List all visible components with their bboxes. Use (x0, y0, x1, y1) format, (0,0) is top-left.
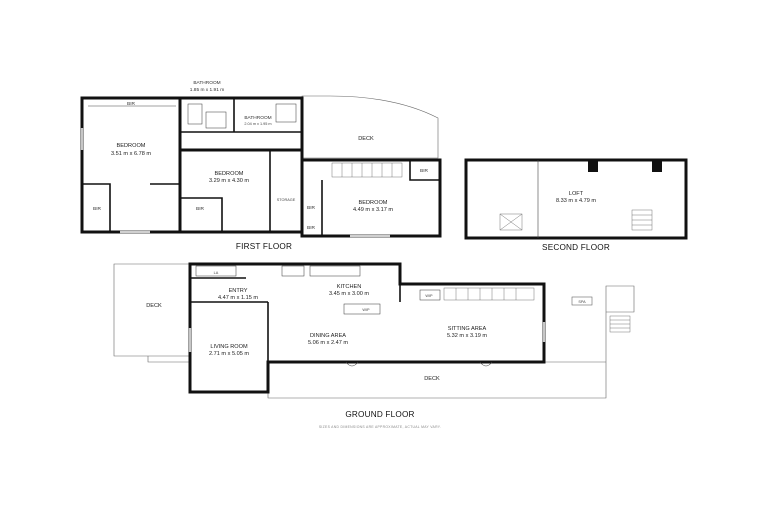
spa-label: SPA (578, 300, 586, 304)
first-floor-title: FIRST FLOOR (236, 242, 292, 251)
first-floor-stairs (331, 162, 403, 178)
footnote: SIZES AND DIMENSIONS ARE APPROXIMATE, AC… (319, 425, 441, 429)
spa-box (571, 296, 593, 306)
dining-size: 5.06 m x 2.47 m (308, 340, 348, 346)
wip-cupboard (419, 289, 441, 301)
loft-hatch (499, 213, 523, 231)
laundry-label: LA (214, 271, 219, 275)
bedroom-1-bir-wall (82, 183, 111, 232)
bathroom-small-size: 2.04 m x 1.95 m (244, 122, 271, 126)
deck-doors (345, 361, 493, 367)
bedroom-2-bir-wall (180, 197, 223, 232)
wip-fixture (281, 265, 305, 277)
entry-size: 4.47 m x 1.15 m (218, 295, 258, 301)
bedroom-3-walls (300, 158, 442, 238)
loft-size: 8.33 m x 4.79 m (556, 198, 596, 204)
dining-name: DINING AREA (310, 333, 346, 339)
ground-front-deck-label: DECK (424, 376, 440, 382)
bathroom-main-name: BATHROOM (193, 80, 220, 86)
bathroom-small-name: BATHROOM (244, 115, 271, 121)
first-floor-deck-label: DECK (358, 136, 374, 142)
bedroom-3-name: BEDROOM (359, 200, 388, 206)
toilet-fixture (187, 103, 203, 125)
bedroom-3-bir2-wall (409, 160, 440, 181)
ground-floor-title: GROUND FLOOR (345, 410, 414, 419)
sitting-size: 5.32 m x 3.19 m (447, 333, 487, 339)
storage-label: STORAGE (277, 198, 296, 202)
living-size: 2.71 m x 5.05 m (209, 351, 249, 357)
deck-stairs (609, 315, 631, 333)
ground-left-deck (113, 263, 191, 357)
kitchen-name: KITCHEN (337, 284, 362, 290)
wip-label-2: WIP (425, 294, 433, 298)
entry-name: ENTRY (229, 288, 248, 294)
wip-label: WIP (362, 308, 370, 312)
second-floor-plan: LOFT 8.33 m x 4.79 m SECOND FLOOR (464, 158, 688, 252)
bath-vanity-fixture (205, 111, 227, 129)
bir-label-1: BIR (127, 101, 136, 107)
living-name: LIVING ROOM (210, 344, 248, 350)
loft-name: LOFT (569, 191, 584, 197)
laundry-fixture (195, 265, 237, 277)
bedroom-2-size: 3.29 m x 4.30 m (209, 178, 249, 184)
bedroom-2-name: BEDROOM (215, 171, 244, 177)
bir-label-6: BIR (307, 225, 316, 231)
bedroom-1-name: BEDROOM (117, 143, 146, 149)
kitchen-island (343, 303, 381, 315)
bir-label-5: BIR (307, 205, 316, 211)
bedroom-2-walls (180, 148, 304, 234)
ground-floor-stairs (443, 287, 535, 301)
chimney-2 (652, 160, 662, 172)
shower-fixture (275, 103, 297, 123)
loft-walls (464, 158, 688, 240)
second-floor-title: SECOND FLOOR (542, 243, 610, 252)
chimney-1 (588, 160, 598, 172)
kitchen-size: 3.45 m x 3.00 m (329, 291, 369, 297)
first-floor-plan: BATHROOM 1.85 m x 1.91 m BATHROOM 2.04 m… (80, 80, 442, 251)
ground-front-deck (267, 285, 635, 399)
kitchen-bench (309, 265, 361, 277)
bir-label-4: BIR (420, 168, 429, 174)
bedroom-3-size: 4.49 m x 3.17 m (353, 207, 393, 213)
first-floor-deck (301, 95, 439, 159)
ground-floor-plan: DECK ENTRY 4.47 m x 1.15 m KITCHEN 3.45 … (113, 262, 635, 429)
bathroom-main-size: 1.85 m x 1.91 m (190, 87, 224, 93)
ground-floor-walls (188, 262, 546, 394)
ground-left-deck-label: DECK (146, 303, 162, 309)
bedroom-1-size: 3.51 m x 6.78 m (111, 151, 151, 157)
sitting-name: SITTING AREA (448, 326, 487, 332)
bir-label-3: BIR (196, 206, 205, 212)
bir-label-2: BIR (93, 206, 102, 212)
